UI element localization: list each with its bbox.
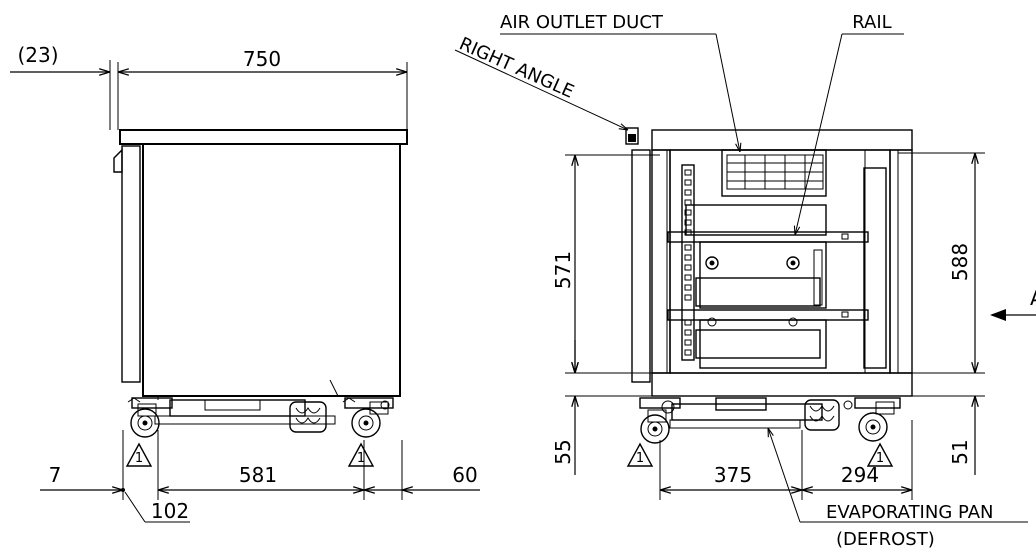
dim-caster-front: 7 bbox=[49, 463, 62, 487]
rail-lower bbox=[667, 309, 869, 321]
label-right-angle: RIGHT ANGLE bbox=[456, 33, 577, 102]
door-profile bbox=[121, 145, 141, 383]
note-marker-left-2: 1 bbox=[347, 442, 375, 467]
side-view: 1 1 750 (23) 7 581 60 102 bbox=[10, 43, 480, 523]
dim-pan-rear: 294 bbox=[841, 463, 879, 487]
note-marker-left-1: 1 bbox=[125, 442, 153, 467]
dim-interior-height: 571 bbox=[551, 251, 575, 289]
dim-caster-span: 581 bbox=[239, 463, 277, 487]
top-panel bbox=[119, 129, 408, 145]
coil bbox=[289, 401, 327, 433]
rail-ladder bbox=[681, 164, 695, 361]
pan-upper bbox=[699, 241, 827, 309]
note-marker-right-1: 1 bbox=[626, 442, 654, 467]
note-marker-right-2: 1 bbox=[866, 442, 894, 467]
door-handle bbox=[113, 148, 123, 173]
caster-rear bbox=[342, 397, 394, 438]
caster-right-rear bbox=[843, 397, 901, 442]
dim-toe-depth: 102 bbox=[151, 499, 189, 523]
section-view: 1 1 RIGHT ANGLE AIR OUTLET DUCT RAIL 571… bbox=[454, 12, 1036, 550]
svg-text:1: 1 bbox=[135, 451, 143, 466]
cabinet-body bbox=[142, 143, 401, 397]
dim-door-offset: (23) bbox=[17, 43, 58, 67]
label-rail: RAIL bbox=[852, 12, 891, 33]
rail-upper bbox=[667, 231, 869, 243]
dim-pan-front: 375 bbox=[714, 463, 752, 487]
dim-caster-rear: 60 bbox=[452, 463, 477, 487]
caster-right-front bbox=[639, 397, 681, 444]
svg-text:1: 1 bbox=[357, 451, 365, 466]
label-defrost: (DEFROST) bbox=[836, 529, 935, 550]
label-evaporating-pan: EVAPORATING PAN bbox=[826, 502, 993, 523]
label-view-a: A bbox=[1030, 286, 1036, 310]
svg-text:1: 1 bbox=[876, 451, 884, 466]
label-air-outlet-duct: AIR OUTLET DUCT bbox=[500, 12, 664, 33]
svg-text:1: 1 bbox=[636, 451, 644, 466]
dim-overall-height-right: 588 bbox=[948, 243, 972, 281]
dim-base-height: 55 bbox=[551, 439, 575, 464]
dim-side-depth: 750 bbox=[243, 47, 281, 71]
dim-base-height-right: 51 bbox=[948, 439, 972, 464]
coil-right bbox=[804, 399, 840, 431]
air-outlet-duct bbox=[721, 149, 827, 197]
door-section bbox=[625, 127, 651, 383]
caster-front bbox=[127, 397, 173, 438]
pan-lower bbox=[699, 319, 827, 369]
